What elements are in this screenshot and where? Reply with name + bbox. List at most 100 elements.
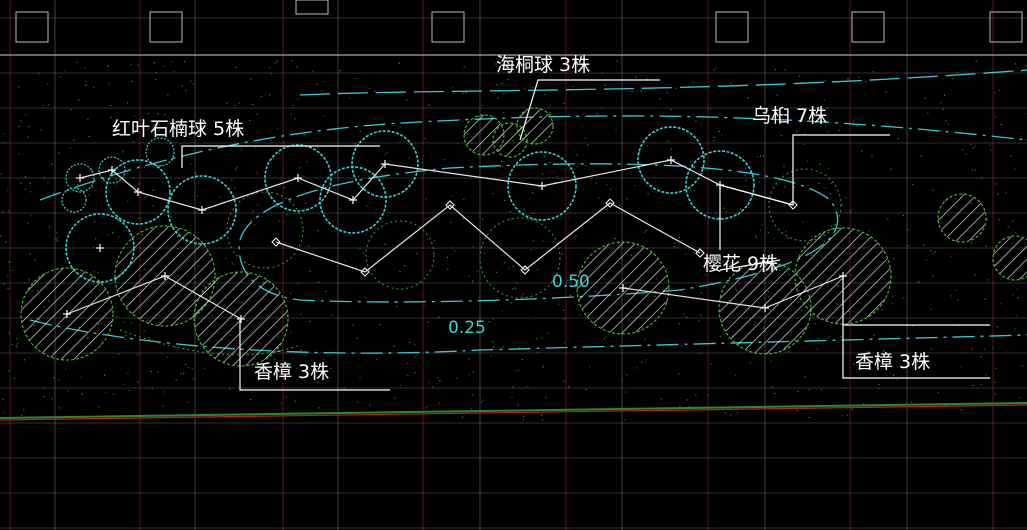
ground-dot [438, 402, 440, 404]
ground-dot [53, 377, 55, 379]
ground-dot [286, 214, 288, 216]
ground-dot [713, 69, 715, 71]
ground-dot [91, 186, 93, 189]
ground-dot [507, 78, 509, 80]
ground-dot [707, 394, 709, 396]
ground-dot [116, 315, 118, 317]
ground-dot [157, 113, 159, 115]
tree-wujiu [351, 130, 419, 198]
ground-dot [814, 322, 816, 325]
ground-dot [933, 253, 935, 255]
ground-dot [718, 130, 720, 133]
label-leaders [181, 79, 990, 391]
ground-dot [421, 162, 424, 164]
ground-dot [492, 193, 494, 195]
ground-dot [825, 124, 827, 127]
ground-dot [987, 279, 989, 281]
ground-dot [545, 396, 547, 398]
tree-center-marker [96, 244, 104, 252]
ground-dot [476, 271, 479, 273]
ground-dot [881, 309, 883, 311]
ground-dot [542, 366, 544, 368]
ground-dot [747, 97, 749, 99]
ground-dot [240, 148, 243, 150]
ground-dot [444, 159, 446, 161]
ground-dot [678, 236, 680, 239]
ground-dot [897, 138, 899, 140]
ground-dot [920, 155, 922, 157]
ground-dot [960, 409, 962, 411]
ground-dot [765, 115, 767, 117]
ground-dot [971, 348, 973, 351]
ground-dot [34, 259, 36, 261]
ground-dot [29, 253, 31, 255]
ground-dot [671, 344, 673, 346]
ground-dot [174, 346, 176, 348]
ground-dot [234, 104, 236, 107]
ground-dot [990, 149, 992, 151]
ground-dot [985, 374, 987, 376]
ground-dot [85, 84, 87, 86]
ground-dot [194, 210, 196, 213]
ground-dot [647, 193, 649, 195]
ground-dot [97, 272, 99, 274]
ground-dot [280, 402, 283, 404]
ground-dot [924, 97, 926, 99]
ground-dot [175, 379, 177, 381]
ground-dot [639, 151, 641, 153]
ground-dot [60, 76, 62, 78]
ground-dot [807, 184, 809, 186]
ground-dot [694, 189, 696, 191]
ground-dot [501, 160, 503, 162]
ground-dot [595, 182, 597, 184]
ground-dot [980, 356, 982, 358]
ground-dot [27, 136, 29, 138]
ground-dot [107, 65, 109, 67]
ground-dot [550, 113, 552, 115]
ground-dot [8, 210, 10, 212]
ground-dot [77, 184, 79, 186]
ground-dot [558, 241, 560, 243]
ground-dot [187, 367, 189, 369]
ground-dot [461, 416, 464, 418]
ground-dot [522, 293, 524, 295]
ground-dot [450, 221, 452, 223]
ground-dot [1014, 63, 1016, 65]
ground-dot [569, 294, 572, 296]
ground-dot [985, 245, 987, 247]
ground-dot [131, 80, 133, 83]
ground-dot [18, 86, 20, 88]
ground-dot [950, 255, 952, 257]
ground-dot [369, 87, 371, 89]
ground-dot [497, 97, 499, 99]
ground-dot [581, 125, 583, 128]
ground-dot [356, 337, 358, 339]
ground-dot [718, 217, 720, 219]
label-wujiu: 乌桕 7株 [752, 105, 827, 127]
ground-dot [58, 407, 60, 409]
ground-dot [739, 208, 742, 210]
ground-dot [185, 363, 187, 366]
ground-dot [678, 323, 680, 325]
ground-dot [274, 62, 277, 64]
ground-dot [249, 119, 251, 122]
shrub-ball [61, 187, 87, 213]
ground-dot [937, 392, 939, 394]
ground-dot [3, 412, 5, 414]
ground-dot [468, 275, 470, 278]
ground-dot [404, 190, 406, 193]
ground-dot [994, 393, 996, 395]
ground-dot [158, 130, 160, 132]
ground-dot [675, 87, 677, 89]
ground-dot [47, 104, 50, 106]
ground-dot [384, 154, 386, 156]
ground-dot [887, 218, 889, 220]
ground-dot [64, 70, 66, 72]
label-xiangzhang-left: 香樟 3株 [254, 361, 329, 383]
ground-dot [47, 83, 49, 85]
ground-dot [563, 380, 565, 382]
ground-dot [260, 95, 263, 97]
ground-dot [1000, 303, 1002, 305]
ground-dot [51, 163, 53, 165]
ground-dot [495, 271, 498, 273]
